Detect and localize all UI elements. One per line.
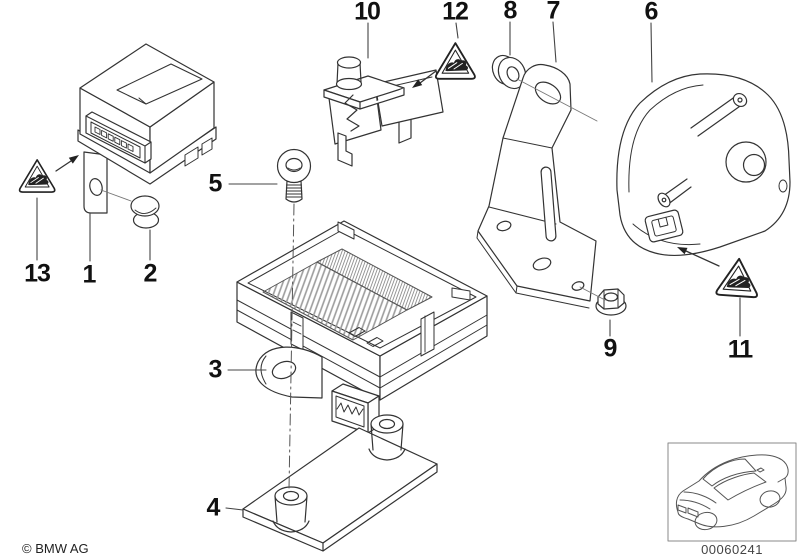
callout-8[interactable]: 8	[503, 0, 518, 25]
car-outline-icon	[667, 442, 797, 542]
part-7-bracket-drawing	[476, 63, 597, 309]
part-2-grommet-drawing	[130, 195, 160, 229]
leader-lines	[36, 21, 741, 511]
part-5-screw-drawing	[276, 148, 312, 203]
callout-6[interactable]: 6	[644, 0, 659, 26]
image-number: 00060241	[701, 542, 763, 557]
theft-warning-icon	[412, 42, 476, 88]
callout-1[interactable]: 1	[82, 260, 97, 289]
part-8-grommet-drawing	[491, 54, 527, 90]
axis-lines	[100, 78, 606, 301]
part-9-nut-drawing	[595, 288, 627, 316]
callout-9[interactable]: 9	[603, 334, 618, 363]
callout-12[interactable]: 12	[442, 0, 469, 26]
callout-5[interactable]: 5	[208, 169, 223, 198]
callout-3[interactable]: 3	[208, 355, 223, 384]
callout-4[interactable]: 4	[206, 493, 221, 522]
callout-11[interactable]: 11	[727, 335, 753, 364]
assembly-centerline	[288, 203, 295, 490]
part-10-switch-drawing	[323, 56, 444, 167]
part-6-siren-drawing	[616, 73, 791, 257]
theft-warning-icon	[18, 155, 79, 193]
callout-2[interactable]: 2	[143, 259, 158, 288]
callout-10[interactable]: 10	[354, 0, 381, 26]
part-3-control-module-drawing	[236, 220, 488, 434]
callout-13[interactable]: 13	[24, 259, 51, 288]
part-1-relay-drawing	[77, 43, 217, 214]
callout-7[interactable]: 7	[546, 0, 561, 25]
part-4-base-plate-drawing	[242, 414, 438, 552]
copyright-text: © BMW AG	[22, 541, 89, 556]
theft-warning-icon	[677, 247, 761, 299]
